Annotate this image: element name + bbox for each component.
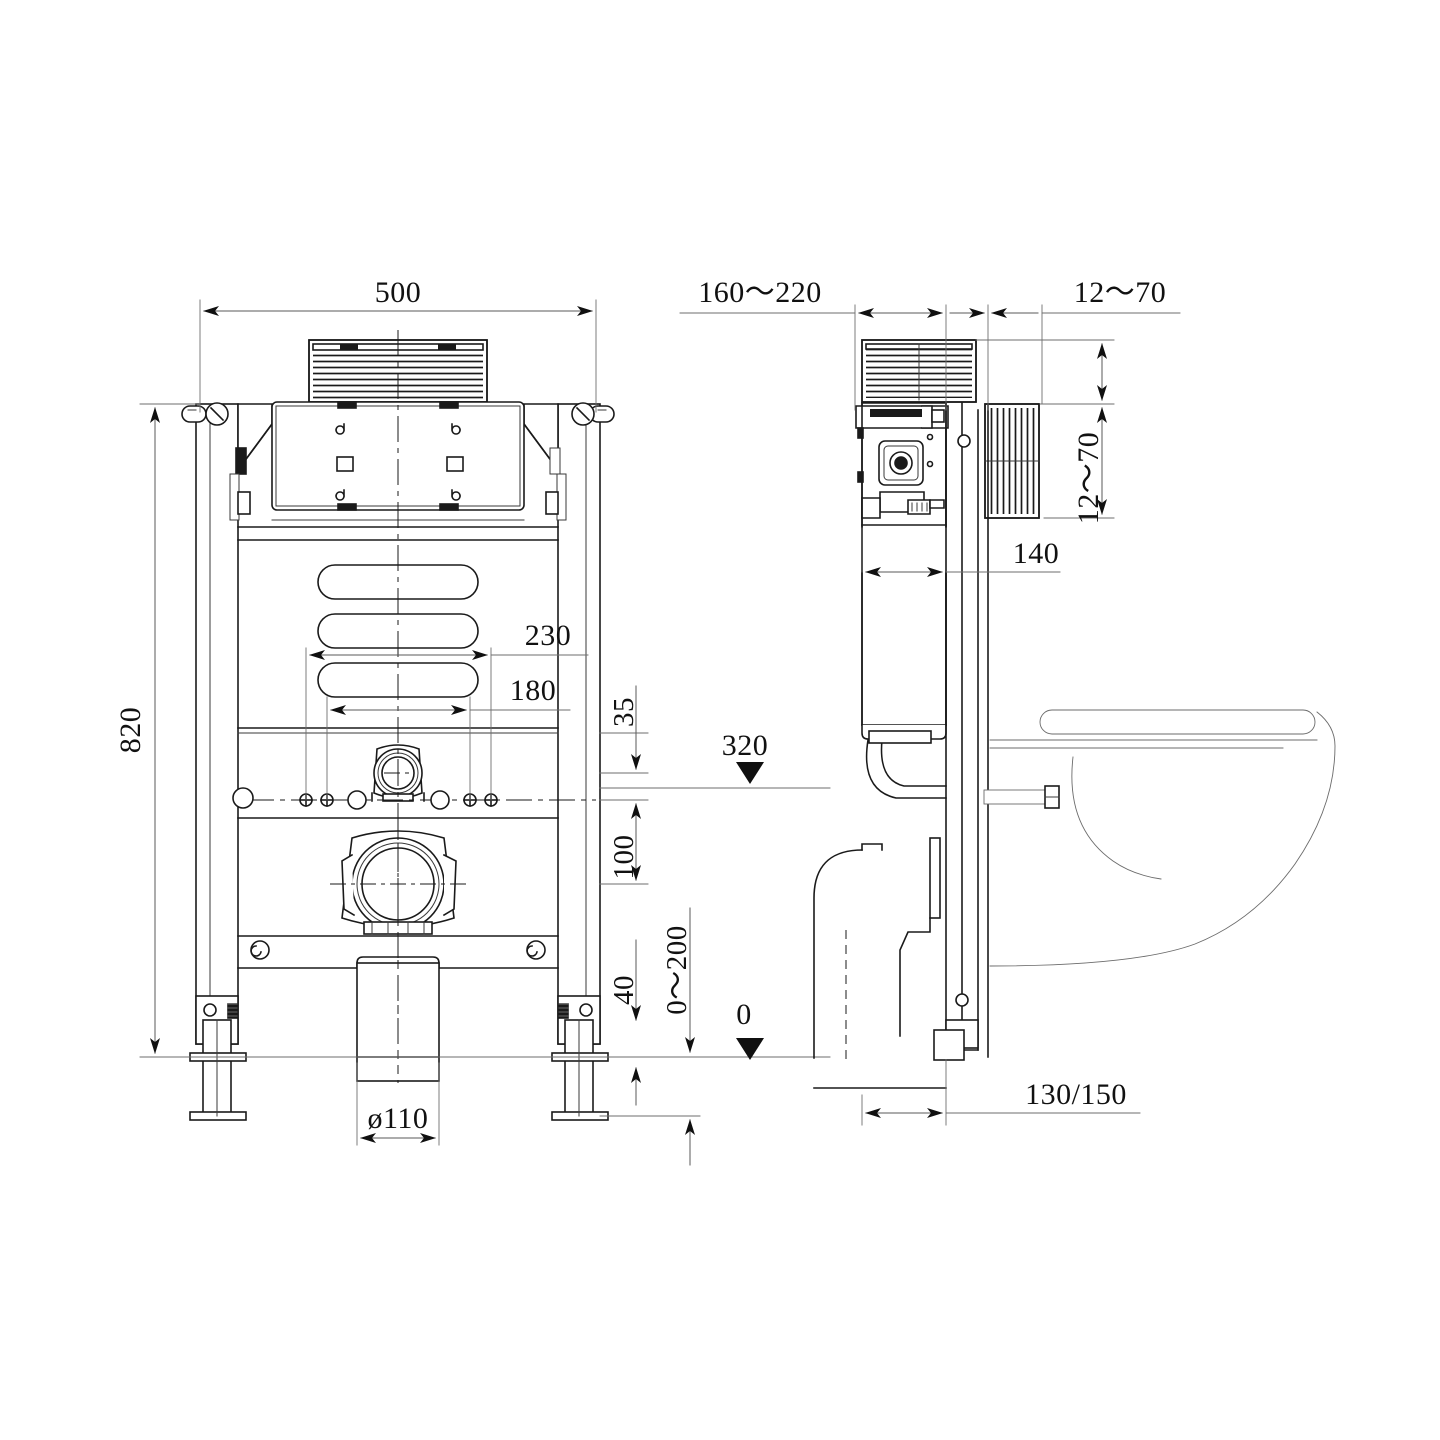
dim-label-820: 820 [114,707,147,754]
dim-width-500: 500 [199,276,597,413]
datum-label-320: 320 [722,729,769,762]
datum-level-0: 0 [179,998,831,1060]
dim-label-0-200: 0～200 [661,925,693,1015]
top-mounting-lugs [181,402,615,426]
cistern-body [229,401,567,528]
dim-label-12-70-side: 12～70 [1072,432,1105,525]
dim-height-820: 820 [114,403,201,1058]
dim-diameter-110: ø110 [356,1062,440,1146]
dim-label-160-220: 160～220 [698,276,822,309]
front-elevation-view [181,330,615,1121]
side-frame-rails [945,402,979,1051]
dim-plate-range-side: 12～70 [975,339,1115,525]
toilet-bowl-outline [989,709,1336,967]
dim-range-0-200: 0～200 [599,907,701,1166]
bowl-fixing-bolt [983,785,1060,809]
datum-level-320: 320 [599,729,831,789]
side-flush-plate-grille [861,339,977,403]
dim-plate-range-top: 12～70 [949,276,1181,411]
dim-label-130-150: 130/150 [1025,1078,1127,1111]
dim-label-35: 35 [608,697,640,727]
dim-label-100: 100 [608,835,640,880]
dim-label-230: 230 [525,619,572,652]
dim-pitch-230: 230 [305,619,589,801]
dim-frame-depth-140: 140 [861,527,1061,577]
side-wall-plate-grille [984,403,1040,519]
dim-label-500: 500 [375,276,422,309]
side-section-view [813,339,1336,1089]
dim-pitch-180: 180 [326,674,571,801]
dim-offset-35: 35 [599,685,649,774]
dim-depth-160-220: 160～220 [679,276,947,411]
dim-label-140: 140 [1013,537,1060,570]
datum-label-0: 0 [736,998,752,1031]
dim-label-180: 180 [510,674,557,707]
dim-label-12-70-top: 12～70 [1074,276,1167,309]
dim-label-40: 40 [608,975,640,1005]
side-waste-pipe [813,730,965,1089]
dim-outlet-130-150: 130/150 [861,1059,1141,1126]
side-dimensions: 160～220 12～70 12～70 [679,276,1181,1126]
front-dimensions: 500 820 230 [114,276,831,1166]
dim-offset-100: 100 [599,799,649,885]
dim-label-dia110: ø110 [368,1102,429,1135]
side-valve-mechanism [855,402,949,526]
